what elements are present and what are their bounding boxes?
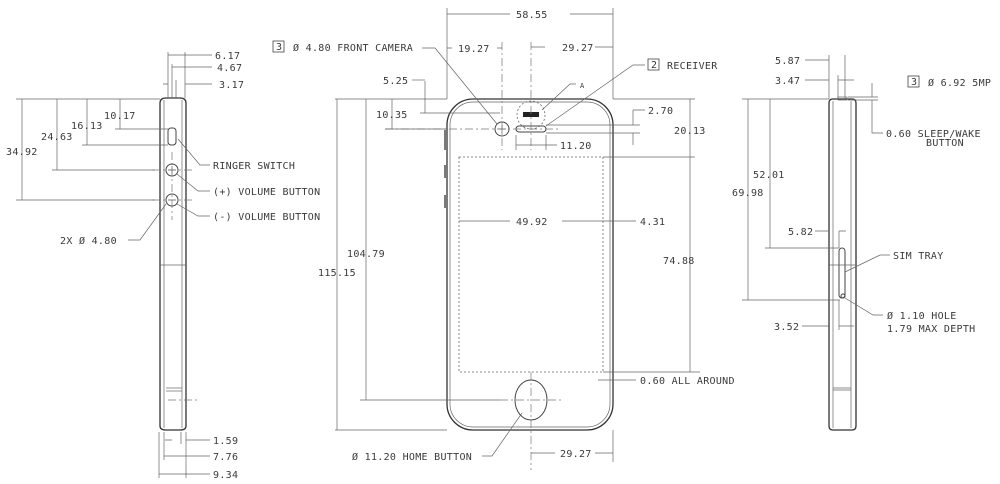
dim-4-67: 4.67 — [217, 63, 242, 74]
volume-up-label: (+) VOLUME BUTTON — [213, 187, 320, 198]
proximity-sensor — [523, 112, 539, 117]
screen-area — [458, 156, 604, 373]
dim-5-25: 5.25 — [383, 76, 408, 87]
all-around-label: 0.60 ALL AROUND — [640, 376, 735, 387]
sim-tray-label: SIM TRAY — [893, 251, 944, 262]
dim-16-13: 16.13 — [71, 121, 103, 132]
ringer-switch-label: RINGER SWITCH — [213, 161, 295, 172]
dim-74-88: 74.88 — [663, 256, 695, 267]
dim-10-35: 10.35 — [376, 110, 408, 121]
dim-19-27: 19.27 — [458, 44, 490, 55]
detail-a-label: A — [580, 82, 585, 90]
front-body — [446, 98, 614, 431]
dim-2-70: 2.70 — [648, 106, 673, 117]
hole-label-line1: Ø 1.10 HOLE — [887, 310, 957, 322]
dim-3-47: 3.47 — [775, 76, 800, 87]
dim-52-01: 52.01 — [753, 170, 785, 181]
button-diameter-label: 2X Ø 4.80 — [60, 235, 117, 247]
camera-note-number: 3 — [276, 42, 282, 53]
sim-tray-icon — [838, 247, 846, 299]
dim-69-98: 69.98 — [732, 188, 764, 199]
sleep-wake-label-line2: BUTTON — [926, 138, 964, 149]
left-side-body — [159, 97, 187, 431]
dim-5-87: 5.87 — [775, 56, 800, 67]
dim-3-52: 3.52 — [774, 322, 799, 333]
dim-115-15: 115.15 — [318, 268, 356, 279]
dim-24-63: 24.63 — [41, 132, 73, 143]
left-side-view: 6.17 4.67 3.17 10.17 16.13 24.63 34.92 R… — [6, 51, 320, 481]
dim-29-27-top: 29.27 — [562, 43, 594, 54]
rear-camera-note-number: 3 — [911, 77, 917, 88]
dim-1-59: 1.59 — [213, 436, 238, 447]
right-side-body — [828, 98, 857, 431]
front-view: 58.55 19.27 29.27 3 Ø 4.80 FRONT CAMERA … — [272, 8, 735, 470]
dim-11-20: 11.20 — [560, 141, 592, 152]
dim-104-79: 104.79 — [347, 249, 385, 260]
dim-34-92: 34.92 — [6, 147, 38, 158]
dim-49-92: 49.92 — [516, 217, 548, 228]
dim-20-13: 20.13 — [674, 126, 706, 137]
dim-29-27-bottom: 29.27 — [560, 449, 592, 460]
sleep-wake-label-line1: 0.60 SLEEP/WAKE — [886, 129, 981, 140]
dim-6-17: 6.17 — [215, 51, 240, 62]
home-button-label: Ø 11.20 HOME BUTTON — [352, 451, 472, 463]
dim-3-17: 3.17 — [219, 80, 244, 91]
right-side-view: 5.87 3.47 3 Ø 6.92 5MP 0.60 SLEEP/WAKE B… — [732, 55, 991, 431]
ringer-switch-icon — [167, 127, 177, 146]
dim-5-82: 5.82 — [788, 227, 813, 238]
rear-camera-label: Ø 6.92 5MP — [928, 77, 991, 89]
dim-7-76: 7.76 — [213, 452, 238, 463]
dim-9-34: 9.34 — [213, 470, 238, 481]
dim-4-31: 4.31 — [640, 217, 665, 228]
receiver-note-number: 2 — [651, 60, 657, 71]
receiver-label: RECEIVER — [667, 61, 718, 72]
sim-eject-hole-icon — [840, 293, 846, 299]
front-camera-label: Ø 4.80 FRONT CAMERA — [293, 42, 413, 54]
dim-58-55: 58.55 — [516, 10, 548, 21]
dim-10-17: 10.17 — [104, 111, 136, 122]
volume-down-label: (-) VOLUME BUTTON — [213, 212, 320, 223]
hole-label-line2: 1.79 MAX DEPTH — [887, 324, 976, 335]
